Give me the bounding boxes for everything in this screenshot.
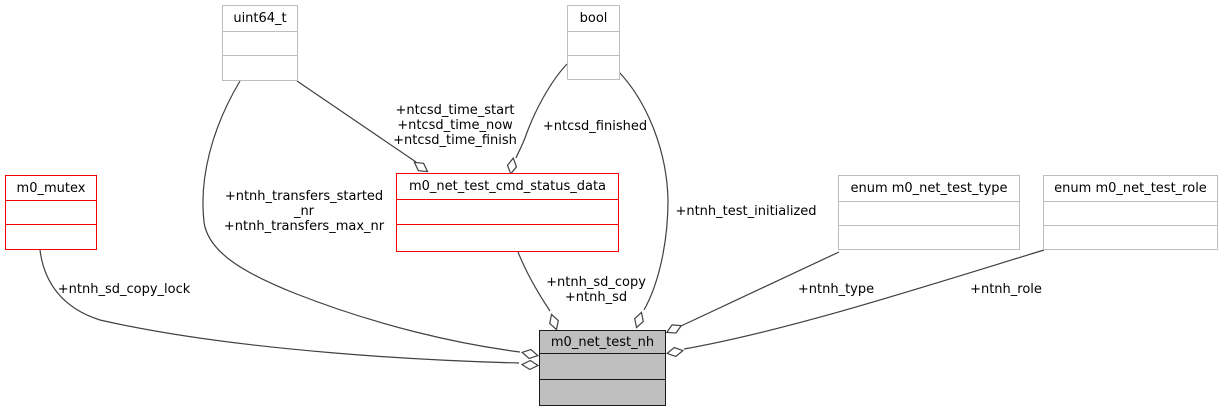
node-enum-role-methods xyxy=(1044,226,1217,249)
node-m0-mutex-attrs xyxy=(6,201,96,225)
node-bool: bool xyxy=(567,5,620,80)
node-enum-type-methods xyxy=(839,226,1019,249)
node-m0-net-test-cmd-status-data[interactable]: m0_net_test_cmd_status_data xyxy=(396,173,619,252)
node-uint64-t-attrs xyxy=(223,32,297,56)
node-cmd-status-data-methods xyxy=(397,225,618,250)
aggregation-diamond xyxy=(634,311,644,329)
edge-label-ntnh-sd-copy-lock: +ntnh_sd_copy_lock xyxy=(57,282,191,297)
node-nh-attrs xyxy=(540,354,665,380)
aggregation-diamond xyxy=(520,359,540,371)
node-enum-m0-net-test-type: enum m0_net_test_type xyxy=(838,175,1020,250)
edge-uint64-to-nh xyxy=(202,80,521,353)
node-cmd-status-data-label[interactable]: m0_net_test_cmd_status_data xyxy=(397,174,618,200)
node-enum-type-attrs xyxy=(839,202,1019,226)
edge-enumtype-to-nh xyxy=(680,251,840,327)
edge-label-ntnh-role: +ntnh_role xyxy=(970,282,1042,297)
node-m0-net-test-nh: m0_net_test_nh xyxy=(539,330,666,406)
node-bool-label: bool xyxy=(568,6,619,32)
edge-bool-to-cmdstatus xyxy=(515,63,568,159)
edge-label-ntnh-test-initialized: +ntnh_test_initialized xyxy=(675,204,817,219)
aggregation-diamond xyxy=(549,313,559,331)
edge-label-ntnh-transfers: +ntnh_transfers_started _nr +ntnh_transf… xyxy=(223,189,385,234)
node-bool-attrs xyxy=(568,32,619,56)
node-enum-type-label: enum m0_net_test_type xyxy=(839,176,1019,202)
edge-label-ntcsd-times: +ntcsd_time_start +ntcsd_time_now +ntcsd… xyxy=(393,103,517,148)
node-uint64-t: uint64_t xyxy=(222,5,298,81)
node-m0-mutex-methods xyxy=(6,225,96,248)
aggregation-diamond xyxy=(506,156,518,176)
node-cmd-status-data-attrs xyxy=(397,200,618,225)
edge-uint64-to-cmdstatus xyxy=(296,80,417,163)
node-bool-methods xyxy=(568,56,619,79)
edge-cmdstatus-to-nh xyxy=(517,251,551,312)
node-enum-role-attrs xyxy=(1044,202,1217,226)
edge-bool-to-nh xyxy=(618,71,669,311)
aggregation-diamond xyxy=(413,161,429,173)
edge-label-ntnh-sd: +ntnh_sd_copy +ntnh_sd xyxy=(546,275,646,305)
aggregation-diamond xyxy=(665,324,683,334)
node-m0-mutex-label[interactable]: m0_mutex xyxy=(6,176,96,201)
edge-label-ntnh-type: +ntnh_type xyxy=(797,282,875,297)
node-uint64-t-methods xyxy=(223,56,297,80)
node-enum-m0-net-test-role: enum m0_net_test_role xyxy=(1043,175,1218,250)
node-m0-mutex[interactable]: m0_mutex xyxy=(5,175,97,250)
edge-mutex-to-nh xyxy=(39,249,520,364)
aggregation-diamond xyxy=(520,348,540,360)
node-enum-role-label: enum m0_net_test_role xyxy=(1044,176,1217,202)
node-nh-label: m0_net_test_nh xyxy=(540,331,665,354)
node-uint64-t-label: uint64_t xyxy=(223,6,297,32)
edge-label-ntcsd-finished: +ntcsd_finished xyxy=(542,119,648,134)
node-nh-methods xyxy=(540,380,665,403)
aggregation-diamond xyxy=(665,346,685,358)
edge-enumrole-to-nh xyxy=(683,249,1045,350)
